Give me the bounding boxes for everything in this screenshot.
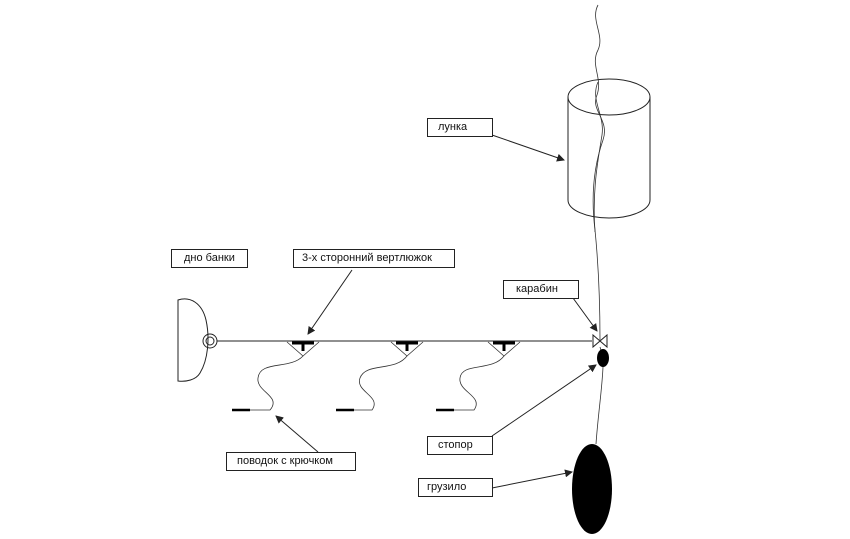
can-bottom-shape bbox=[177, 298, 218, 382]
leader-2 bbox=[336, 355, 408, 412]
arrow-swivel bbox=[307, 269, 353, 335]
arrow-leader bbox=[275, 415, 319, 453]
leader-1 bbox=[232, 355, 304, 412]
label-swivel: 3-х сторонний вертлюжок bbox=[293, 249, 455, 268]
label-leader: поводок с крючком bbox=[226, 452, 356, 471]
label-sinker: грузило bbox=[418, 478, 493, 497]
label-hole: лунка bbox=[427, 118, 493, 137]
carabiner-shape bbox=[592, 333, 608, 349]
sinker-shape bbox=[572, 444, 612, 534]
ice-hole-cylinder bbox=[567, 78, 651, 219]
arrow-stopper bbox=[491, 364, 597, 437]
swivel-2 bbox=[390, 341, 424, 357]
arrow-carabiner bbox=[572, 297, 598, 332]
main-fishing-line bbox=[592, 4, 605, 341]
label-stopper: стопор bbox=[427, 436, 493, 455]
arrow-hole bbox=[491, 134, 565, 162]
swivel-3 bbox=[487, 341, 521, 357]
stopper-shape bbox=[597, 349, 609, 367]
label-carabiner: карабин bbox=[503, 280, 579, 299]
swivel-1 bbox=[286, 341, 320, 357]
leader-3 bbox=[436, 355, 505, 412]
arrow-sinker bbox=[491, 469, 573, 489]
label-can-bottom: дно банки bbox=[171, 249, 248, 268]
